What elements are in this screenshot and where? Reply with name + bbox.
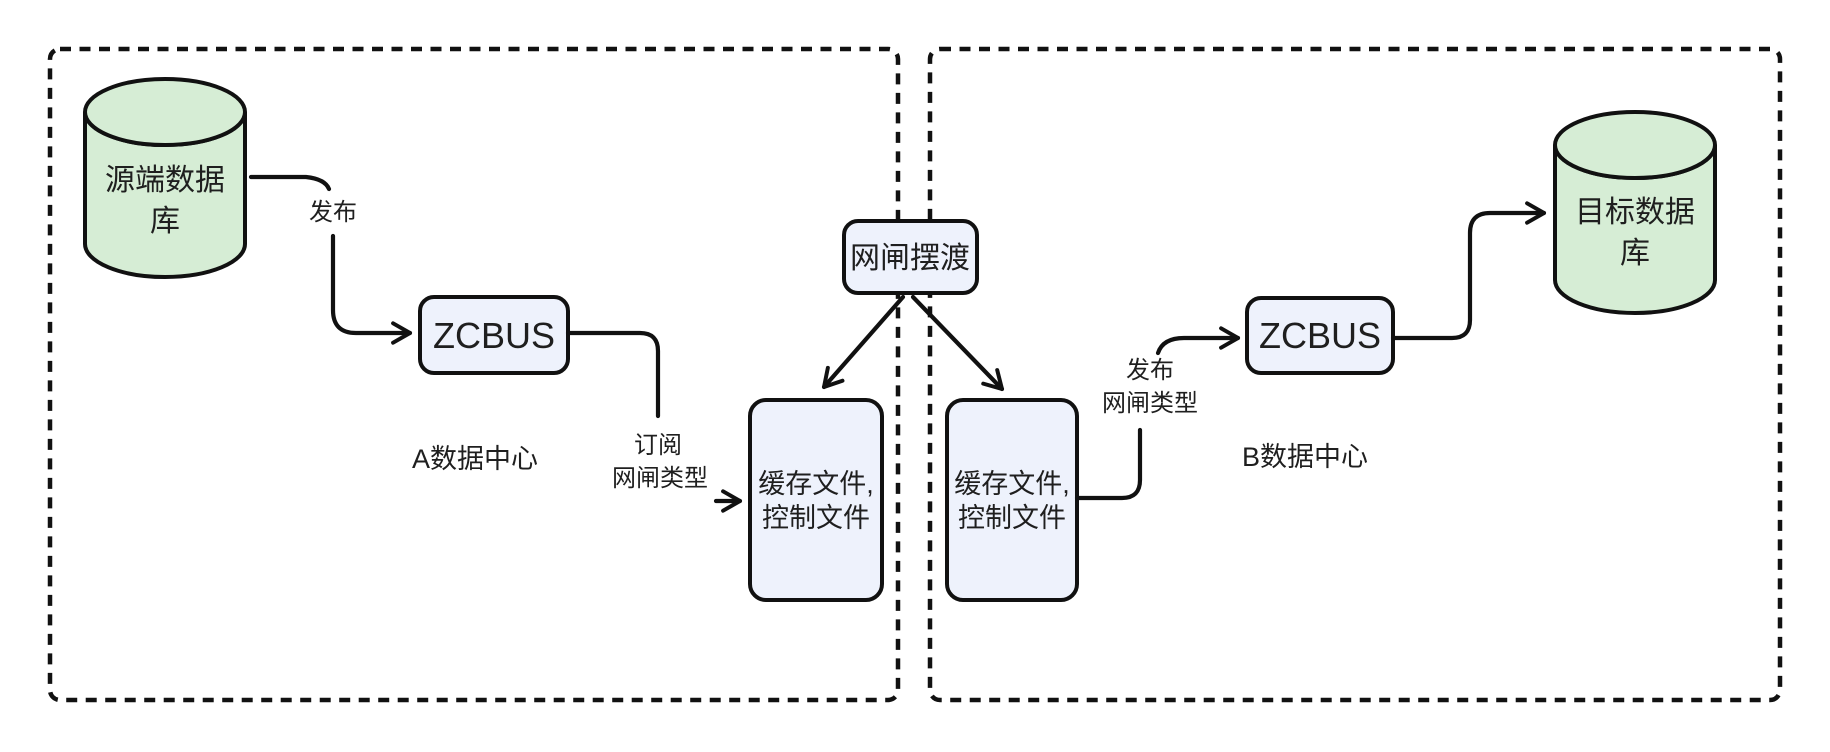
gateway-ferry-label: 网闸摆渡 <box>850 242 970 275</box>
zone-b-label: B数据中心 <box>1242 442 1368 472</box>
target-database-label-line2: 库 <box>1620 237 1650 270</box>
cache-a-rect <box>748 398 884 602</box>
gateway-to-cache-b-arrow <box>910 294 1005 392</box>
cache-b-label-line1: 缓存文件, <box>954 469 1070 499</box>
source-database-cylinder: 源端数据 库 <box>83 77 247 279</box>
cache-a-label-line1: 缓存文件, <box>758 469 874 499</box>
zcbus-b-to-target-arrow <box>1390 201 1547 341</box>
publish-label-b-line2: 网闸类型 <box>1102 390 1198 417</box>
zcbus-b-label: ZCBUS <box>1259 315 1381 356</box>
cache-file-box-a: 缓存文件, 控制文件 <box>748 398 884 602</box>
cache-file-box-b: 缓存文件, 控制文件 <box>945 398 1079 602</box>
subscribe-label-line2: 网闸类型 <box>612 465 708 492</box>
target-database-cylinder: 目标数据 库 <box>1553 110 1717 315</box>
source-database-top <box>83 77 247 147</box>
publish-to-zcbus-a-arrow <box>330 233 413 345</box>
zcbus-a-to-subscribe-connector <box>565 330 661 419</box>
cache-a-label-line2: 控制文件 <box>762 503 870 533</box>
zcbus-a-label: ZCBUS <box>433 315 555 356</box>
publish-to-zcbus-b-arrow <box>1155 326 1241 356</box>
cache-b-rect <box>945 398 1079 602</box>
source-to-publish-connector <box>248 174 332 192</box>
target-database-top <box>1553 110 1717 180</box>
cache-b-label-line2: 控制文件 <box>958 503 1066 533</box>
subscribe-label-line1: 订阅 <box>634 432 682 459</box>
publish-label-b-line1: 发布 <box>1126 357 1174 384</box>
zone-b-boundary <box>927 46 1783 703</box>
publish-label-a: 发布 <box>309 199 357 226</box>
source-database-label-line2: 库 <box>150 205 180 238</box>
zcbus-b-box <box>1245 296 1395 375</box>
target-database-label-line1: 目标数据 <box>1575 196 1695 229</box>
gateway-to-cache-a-arrow <box>821 294 906 390</box>
cache-b-to-publish-connector <box>1074 427 1143 501</box>
zone-a-boundary <box>47 46 901 703</box>
gateway-ferry-box <box>842 219 979 295</box>
zone-a-label: A数据中心 <box>412 444 538 474</box>
source-database-label-line1: 源端数据 <box>105 164 225 197</box>
